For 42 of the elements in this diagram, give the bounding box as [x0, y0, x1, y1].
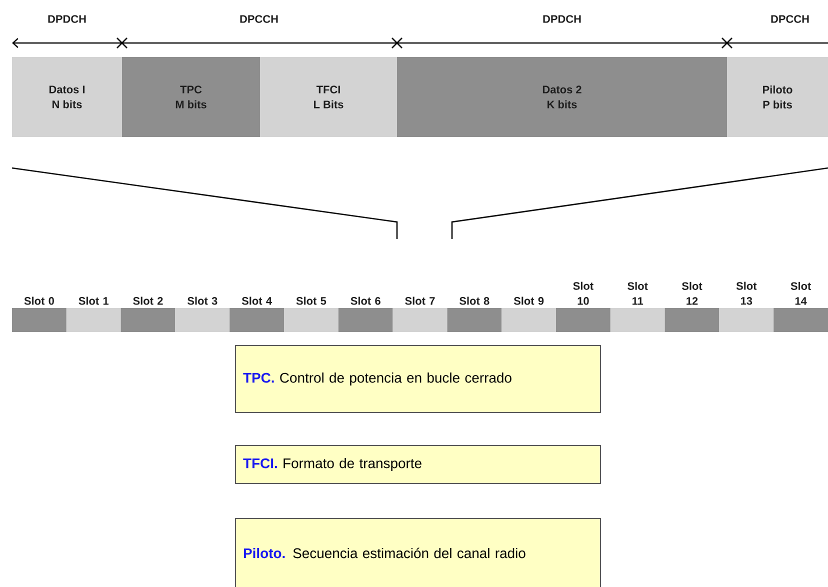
slot-bar — [502, 308, 556, 332]
field-box: Piloto P bits — [727, 57, 828, 137]
slot-label: Slot 8 — [460, 296, 490, 305]
slot-bar — [284, 308, 338, 332]
field-box: Datos I N bits — [12, 57, 122, 137]
slot-label: Slot 6 — [350, 296, 380, 305]
slot-bar — [556, 308, 610, 332]
note-box: TFCI. Formato de transporte — [235, 445, 601, 484]
slot-bar — [338, 308, 393, 332]
slot-bar — [447, 308, 502, 332]
slot-label: Slot 2 — [133, 296, 163, 305]
slot-label: Slot 1 — [78, 296, 109, 305]
slot-bar — [12, 308, 66, 332]
slot-bar — [230, 308, 284, 332]
channel-label: DPCCH — [771, 15, 809, 23]
channel-label: DPCCH — [240, 15, 278, 23]
note-box: Piloto. Secuencia estimación del canal radio — [235, 518, 601, 587]
slot-bar — [664, 308, 720, 332]
slot-label: Slot 11 — [628, 282, 648, 305]
slot-label: Slot 5 — [296, 296, 326, 305]
field-box: TFCI L Bits — [260, 57, 397, 137]
slot-label: Slot 4 — [242, 296, 272, 305]
slot-label: Slot 9 — [514, 296, 544, 305]
note-box: TPC. Control de potencia en bucle cerrado — [235, 345, 601, 413]
slot-bar — [610, 308, 665, 332]
slot-label: Slot 0 — [24, 296, 54, 305]
slot-label: Slot 13 — [736, 282, 757, 305]
slot-bar — [120, 308, 176, 332]
channel-label: DPDCH — [48, 15, 86, 23]
slot-bar — [66, 308, 121, 332]
slot-bar — [392, 308, 448, 332]
slot-bar — [175, 308, 230, 332]
slot-label: Slot 3 — [188, 296, 218, 305]
field-box: TPC M bits — [122, 57, 260, 137]
slot-bar — [719, 308, 774, 332]
field-box: Datos 2 K bits — [397, 57, 727, 137]
slot-label: Slot 7 — [405, 296, 435, 305]
slot-label: Slot 12 — [682, 282, 702, 305]
slot-label: Slot 10 — [573, 282, 594, 305]
channel-label: DPDCH — [543, 15, 581, 23]
slot-bar — [774, 308, 828, 332]
slot-label: Slot 14 — [790, 282, 812, 305]
